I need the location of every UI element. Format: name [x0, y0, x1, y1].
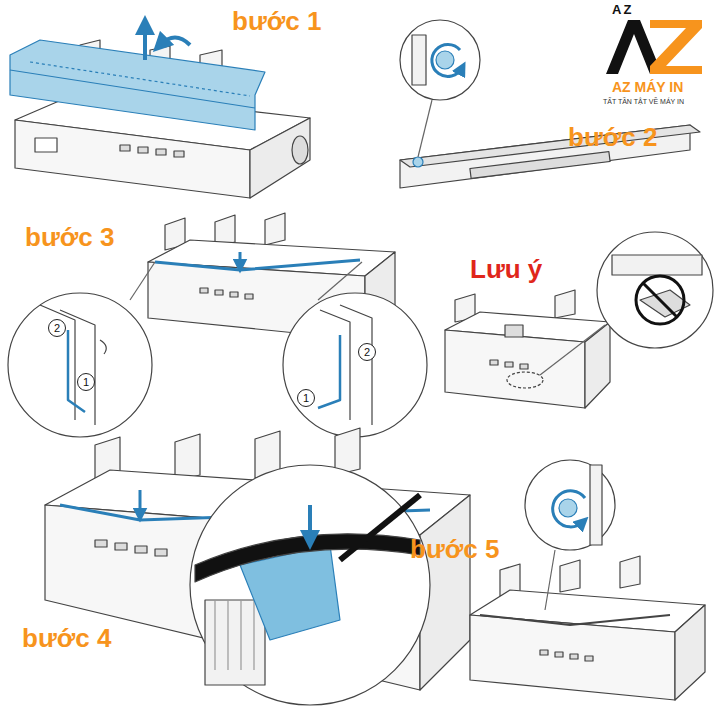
callout-circle: 2 [48, 319, 66, 337]
callout-circle: 2 [358, 343, 376, 361]
callout-number: 1 [303, 393, 309, 404]
callout-circle: 1 [77, 373, 95, 391]
step-label: bước 4 [22, 625, 111, 651]
brand-name: AZ MÁY IN [612, 80, 683, 94]
step-label: bước 5 [410, 536, 499, 562]
step-label: bước 1 [232, 8, 321, 34]
callout-circle: 1 [297, 389, 315, 407]
step-label: bước 2 [568, 124, 657, 150]
logo-mark: AZ [612, 3, 633, 16]
brand-tagline: TẤT TẦN TẬT VỀ MÁY IN [603, 98, 684, 105]
callout-number: 2 [54, 323, 60, 334]
note-label: Lưu ý [470, 256, 542, 282]
callout-number: 1 [83, 377, 89, 388]
step-label: bước 3 [25, 224, 114, 250]
callout-number: 2 [364, 347, 370, 358]
